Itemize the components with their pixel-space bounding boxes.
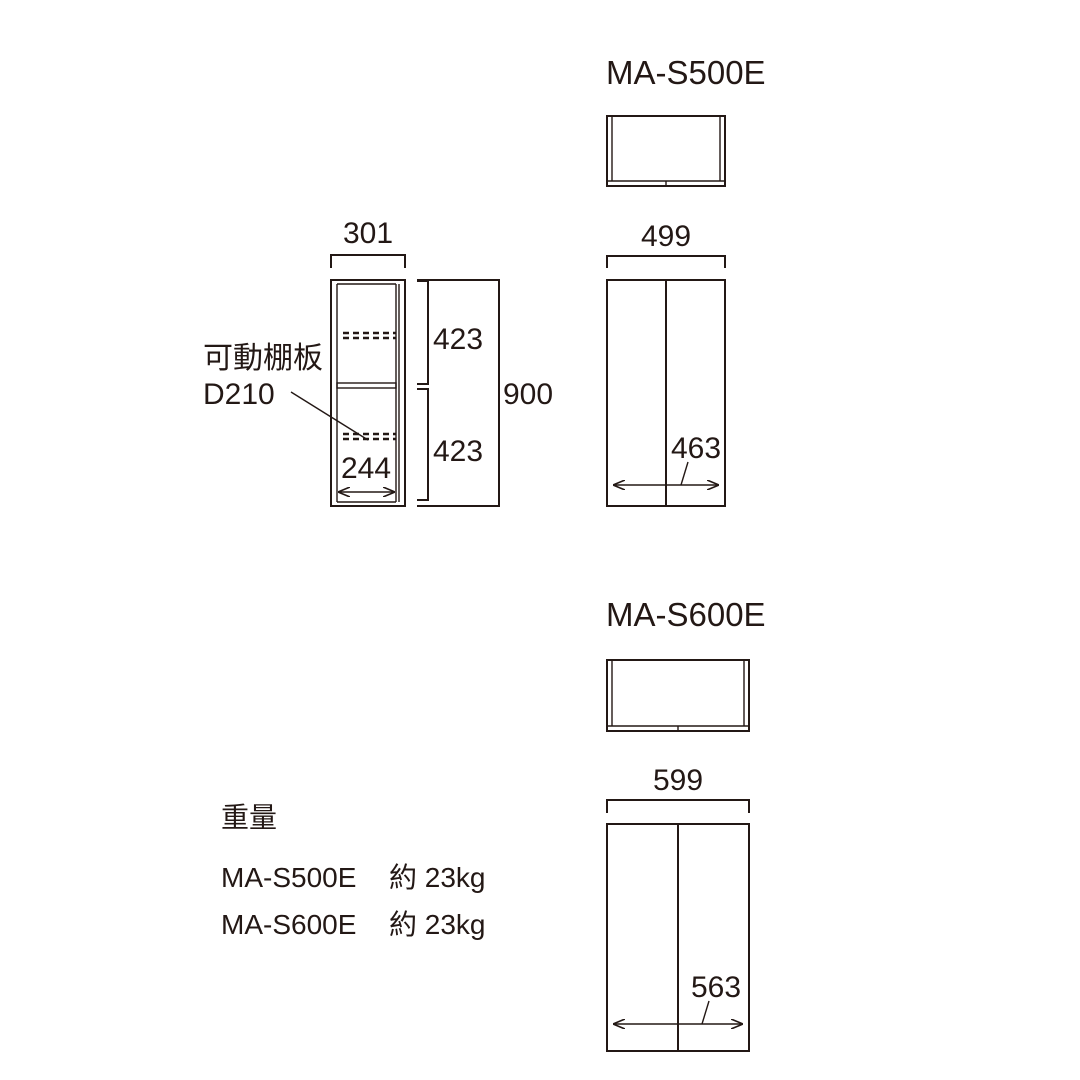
adjustable-shelf-upper	[343, 331, 396, 340]
weight-row-value: 約 23kg	[389, 862, 486, 893]
weight-table: 重量 MA-S500E 約 23kg MA-S600E 約 23kg	[221, 802, 486, 940]
shelf-leader-line	[290, 391, 369, 441]
adjustable-shelf-lower	[343, 432, 396, 441]
side-width-dimension-bracket	[330, 254, 406, 268]
weight-row-model: MA-S500E	[221, 862, 356, 893]
side-view: 301 可動棚板 D210 244 423	[203, 217, 553, 507]
ma-s600e-width-label: 599	[653, 764, 703, 797]
lower-section-bracket	[417, 388, 429, 501]
model-ma-s500e-group: MA-S500E 499 463	[606, 54, 766, 507]
ma-s500e-width-bracket	[606, 255, 726, 268]
ma-s600e-width-bracket	[606, 799, 750, 813]
weight-row-value: 約 23kg	[389, 909, 486, 940]
upper-section-bracket	[417, 280, 429, 385]
lower-section-label: 423	[433, 435, 483, 468]
ma-s500e-front-view	[606, 279, 726, 507]
shelf-label-line1: 可動棚板	[203, 342, 323, 375]
side-width-label: 301	[343, 217, 393, 250]
ma-s600e-top-view	[606, 659, 750, 732]
ma-s500e-inner-width-leader	[680, 461, 689, 486]
model-ma-s500e-title: MA-S500E	[606, 54, 766, 91]
ma-s500e-top-view	[606, 115, 726, 187]
weight-heading: 重量	[221, 802, 277, 833]
ma-s500e-inner-width-label: 463	[671, 432, 721, 465]
weight-row-model: MA-S600E	[221, 909, 356, 940]
total-height-bracket	[417, 279, 500, 507]
upper-section-label: 423	[433, 323, 483, 356]
shelf-label-line2: D210	[203, 378, 275, 411]
ma-s600e-front-view	[606, 823, 750, 1052]
ma-s500e-width-label: 499	[641, 220, 691, 253]
inner-depth-label: 244	[341, 452, 391, 485]
ma-s600e-inner-width-label: 563	[691, 971, 741, 1004]
side-cabinet-body	[330, 279, 406, 507]
total-height-label: 900	[503, 378, 553, 411]
ma-s600e-inner-width-leader	[701, 1000, 710, 1025]
model-ma-s600e-group: MA-S600E 599 563	[606, 596, 766, 1052]
model-ma-s600e-title: MA-S600E	[606, 596, 766, 633]
